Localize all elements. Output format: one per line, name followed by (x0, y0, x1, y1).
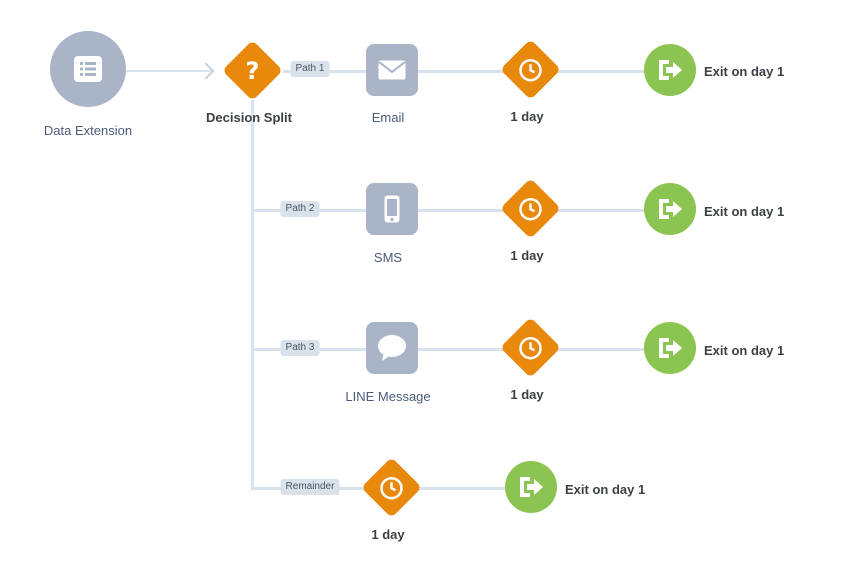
connector-source-to-decision (126, 70, 211, 72)
email-activity-label: Email (371, 110, 405, 125)
wait-label-path-1: 1 day (510, 109, 544, 124)
sms-activity-node[interactable] (366, 183, 418, 235)
exit-icon (656, 336, 684, 360)
line-message-activity-node[interactable] (366, 322, 418, 374)
wait-node-path-3[interactable] (500, 317, 561, 378)
exit-icon (517, 475, 545, 499)
chat-icon (377, 334, 407, 362)
decision-split-label: Decision Split (206, 110, 292, 125)
wait-label-remainder: 1 day (371, 527, 405, 542)
exit-label-path-1: Exit on day 1 (704, 64, 785, 79)
connector-path-3 (251, 348, 673, 351)
clock-icon (519, 197, 543, 221)
wait-node-remainder[interactable] (361, 457, 422, 518)
clock-icon (519, 336, 543, 360)
path-pill-2: Path 2 (280, 201, 320, 217)
wait-label-path-3: 1 day (510, 387, 544, 402)
connector-trunk (251, 100, 254, 490)
clock-icon (380, 476, 404, 500)
data-extension-label: Data Extension (43, 123, 133, 138)
exit-label-path-2: Exit on day 1 (704, 204, 785, 219)
exit-node-path-1[interactable] (644, 44, 696, 96)
path-pill-3: Path 3 (280, 340, 320, 356)
connector-path-1 (283, 70, 673, 73)
exit-node-path-2[interactable] (644, 183, 696, 235)
data-extension-node[interactable] (50, 31, 126, 107)
decision-split-node[interactable]: ? (222, 40, 283, 101)
question-icon: ? (245, 56, 260, 85)
clock-icon (519, 58, 543, 82)
exit-icon (656, 58, 684, 82)
connector-path-2 (251, 209, 673, 212)
path-pill-remainder: Remainder (280, 479, 340, 495)
wait-node-path-2[interactable] (500, 178, 561, 239)
exit-node-path-3[interactable] (644, 322, 696, 374)
exit-icon (656, 197, 684, 221)
sms-activity-label: SMS (373, 250, 403, 265)
exit-label-remainder: Exit on day 1 (565, 482, 646, 497)
wait-label-path-2: 1 day (510, 248, 544, 263)
connector-arrow (197, 62, 215, 80)
list-icon (74, 56, 102, 82)
mobile-icon (384, 195, 400, 223)
path-pill-1: Path 1 (290, 61, 330, 77)
exit-label-path-3: Exit on day 1 (704, 343, 785, 358)
email-icon (378, 60, 406, 80)
exit-node-remainder[interactable] (505, 461, 557, 513)
email-activity-node[interactable] (366, 44, 418, 96)
wait-node-path-1[interactable] (500, 39, 561, 100)
line-message-activity-label: LINE Message (345, 389, 431, 404)
